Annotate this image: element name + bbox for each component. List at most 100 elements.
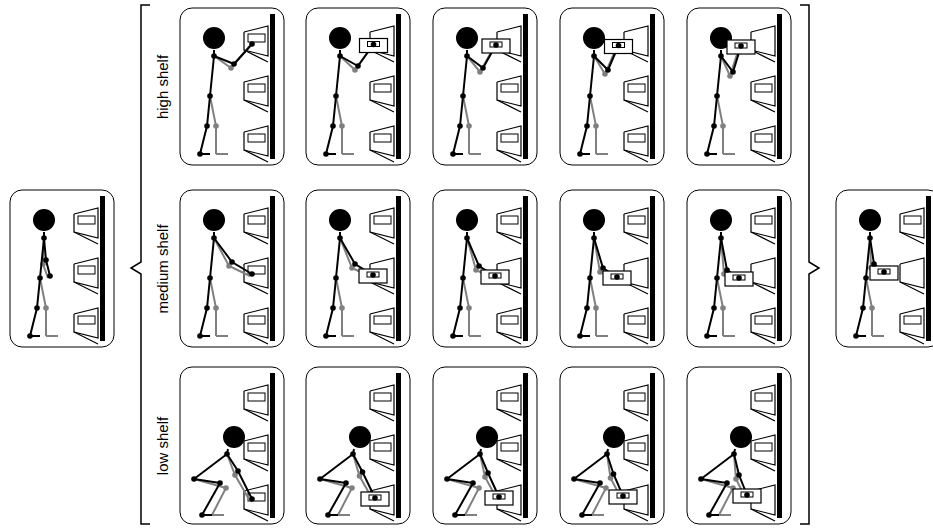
shelf-upright: [396, 196, 401, 341]
far-limb: [212, 514, 224, 516]
joint: [323, 333, 329, 339]
shelf-tray: [497, 332, 521, 344]
head: [583, 209, 605, 231]
shelf-tray: [497, 232, 521, 244]
joint: [229, 259, 235, 265]
far-joint: [603, 485, 609, 491]
near-limb: [574, 449, 608, 479]
head: [859, 209, 881, 231]
near-limb: [200, 278, 210, 336]
joint: [492, 273, 498, 279]
joint: [470, 480, 476, 486]
carried-box: [603, 271, 631, 285]
joint: [597, 480, 603, 486]
near-limb: [447, 479, 473, 515]
shelf-box: [628, 316, 645, 324]
shelf-box: [628, 216, 645, 224]
carried-box: [359, 269, 387, 283]
shelf-tray: [624, 150, 648, 162]
joint: [714, 275, 720, 281]
shelf-upright: [100, 196, 105, 341]
joint: [614, 274, 620, 280]
far-joint: [213, 123, 219, 129]
far-limb: [719, 514, 731, 516]
joint: [493, 42, 499, 48]
far-joint: [476, 485, 482, 491]
joint: [333, 93, 339, 99]
box-slot: [878, 269, 890, 274]
shelf-tray: [370, 282, 394, 294]
box-slot: [613, 43, 625, 48]
near-limb: [227, 454, 252, 499]
joint: [325, 512, 331, 518]
far-limb: [214, 46, 250, 68]
near-limb: [580, 278, 590, 336]
joint: [706, 512, 712, 518]
box-slot: [490, 42, 502, 47]
panel-frame: [433, 190, 537, 347]
shelf-tray: [751, 332, 775, 344]
frame-panel: [560, 367, 664, 524]
joint: [197, 151, 203, 157]
far-limb: [592, 514, 604, 516]
shelf-upright: [926, 196, 931, 341]
joint: [330, 123, 336, 129]
shelf-tray: [74, 282, 98, 294]
row-label: medium shelf: [155, 224, 170, 313]
near-limb: [194, 449, 228, 479]
shelf-tray: [751, 282, 775, 294]
far-limb: [216, 335, 228, 337]
box-slot: [735, 43, 747, 48]
joint: [591, 53, 597, 59]
joint: [587, 93, 593, 99]
far-limb: [596, 335, 608, 337]
shelf-box: [374, 316, 391, 324]
shelf-box: [248, 316, 265, 324]
joint: [744, 492, 750, 498]
near-limb: [353, 454, 375, 498]
joint: [337, 235, 343, 241]
joint: [731, 451, 737, 457]
frame-panel: [433, 8, 537, 165]
far-limb: [320, 479, 352, 515]
carried-box: [605, 40, 633, 54]
joint: [698, 476, 704, 482]
carried-box: [609, 490, 637, 504]
joint: [577, 333, 583, 339]
joint: [249, 496, 255, 502]
joint: [718, 235, 724, 241]
panel-frame: [560, 367, 664, 524]
box-slot: [367, 272, 379, 277]
shelf-upright: [270, 196, 275, 341]
joint: [724, 480, 730, 486]
carried-box: [481, 270, 509, 284]
head: [203, 209, 225, 231]
shelf-tray: [751, 459, 775, 471]
shelf-box: [248, 84, 265, 92]
joint: [704, 333, 710, 339]
joint: [317, 476, 323, 482]
joint: [616, 43, 622, 49]
shelf-tray: [244, 50, 268, 62]
joint: [43, 257, 49, 263]
far-limb: [46, 335, 58, 337]
shelf-tray: [624, 409, 648, 421]
joint: [235, 468, 241, 474]
joint: [249, 271, 255, 277]
near-limb: [320, 479, 346, 515]
far-joint: [213, 305, 219, 311]
shelf-upright: [396, 14, 401, 159]
frame-panel: [687, 8, 791, 165]
shelf-box: [248, 216, 265, 224]
shelf-tray: [900, 282, 924, 294]
carried-box: [482, 39, 510, 53]
box-slot: [369, 495, 381, 500]
shelf-box: [755, 84, 772, 92]
box-slot: [733, 275, 745, 280]
near-limb: [326, 96, 336, 154]
shelf-tray: [751, 409, 775, 421]
joint: [730, 69, 736, 75]
shelf-tray: [244, 332, 268, 344]
joint: [333, 275, 339, 281]
shelf-upright: [270, 373, 275, 518]
